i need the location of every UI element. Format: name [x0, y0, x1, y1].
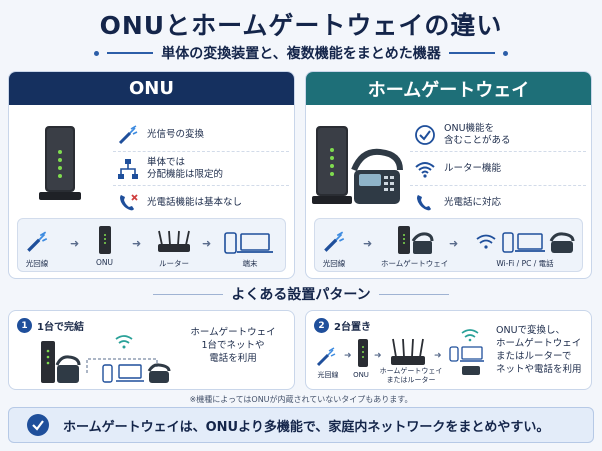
phone-off-icon	[113, 188, 143, 218]
arrow-right-icon: ➜	[449, 237, 459, 250]
onu-feature-item: 光信号の変換	[113, 118, 289, 152]
flow-item-onu: ONU	[96, 223, 113, 267]
pattern-number-badge: 2	[314, 318, 329, 333]
pattern-tag: 1 1台で完結	[17, 318, 84, 333]
subtitle-line-left	[107, 52, 154, 54]
footnote: ※機種によってはONUが内蔵されていないタイプもあります。	[189, 395, 413, 404]
router-icon	[156, 223, 192, 255]
divider-line	[378, 293, 449, 295]
hgw-feature-item: ONU機能を 含むことがある	[410, 118, 586, 152]
flow-item-optical-line: 光回線	[321, 223, 347, 269]
optical-fiber-icon	[24, 223, 50, 255]
phone-icon	[410, 188, 440, 218]
svg-text:➜: ➜	[434, 351, 442, 361]
svg-text:➜: ➜	[374, 351, 382, 361]
optical-fiber-icon	[321, 223, 347, 255]
page-title: ONUとホームゲートウェイの違い	[99, 11, 503, 40]
onu-feature-item: 単体では 分配機能は限定的	[113, 152, 289, 186]
flow-label: ONU	[96, 258, 114, 267]
flow-label: 端末	[242, 259, 258, 268]
pattern-two-label: ONU	[353, 371, 369, 379]
home-gateway-device-icon	[41, 341, 81, 383]
arrow-right-icon: ➜	[202, 237, 212, 250]
subtitle-dot-left	[94, 50, 100, 56]
onu-feature-text: 光信号の変換	[147, 128, 205, 140]
hgw-panel: ホームゲートウェイ ONU機能を 含むことがある ルーター機能	[305, 71, 592, 279]
onu-features: 光信号の変換 単体では 分配機能は限定的 光電話機能は基本なし	[113, 118, 289, 220]
pattern-one-illustration	[41, 335, 171, 383]
pattern-one-description: ホームゲートウェイ 1台でネットや 電話を利用	[190, 327, 276, 364]
arrow-right-icon: ➜	[70, 237, 80, 250]
home-gateway-device-icon	[312, 126, 403, 204]
optical-fiber-icon	[113, 120, 143, 150]
flow-label: ホームゲートウェイ	[381, 259, 449, 268]
pattern-two-label: 光回線	[317, 371, 339, 379]
divider-line	[153, 293, 224, 295]
wifi-icon	[410, 154, 440, 184]
onu-panel-heading: ONU	[9, 72, 294, 105]
hgw-feature-item: 光電話に対応	[410, 186, 586, 220]
page-subtitle: 単体の変換装置と、複数機能をまとめた機器	[161, 46, 441, 62]
flow-item-optical-line: 光回線	[24, 223, 50, 269]
pattern-title: 2台置き	[334, 322, 371, 333]
wifi-pc-phone-icon	[475, 223, 575, 255]
check-circle-icon	[410, 120, 440, 150]
flow-label: 光回線	[322, 259, 346, 268]
arrow-right-icon: ➜	[132, 237, 142, 250]
pattern-two-illustration: ➜ ➜ ➜	[316, 329, 484, 375]
pattern-two-card: 2 2台置き ➜ ➜ ➜ 光回線 ONU ホームゲートウェイ またはルーター O…	[305, 310, 592, 390]
onu-feature-text: 単体では 分配機能は限定的	[147, 156, 224, 180]
hgw-feature-text: ONU機能を 含むことがある	[444, 122, 511, 146]
home-gateway-device-icon	[396, 223, 434, 255]
onu-flow-diagram: 光回線 ➜ ONU ➜ ルーター ➜ 端末	[17, 218, 286, 272]
flow-item-router: ルーター	[156, 223, 192, 269]
onu-feature-text: 光電話機能は基本なし	[147, 197, 243, 208]
wifi-icon	[115, 335, 133, 349]
network-tree-icon	[113, 154, 143, 184]
hgw-panel-heading: ホームゲートウェイ	[306, 72, 591, 105]
svg-text:➜: ➜	[344, 351, 352, 361]
hgw-feature-text: 光電話に対応	[444, 197, 502, 208]
flow-item-home-gateway: ホームゲートウェイ	[381, 223, 448, 269]
patterns-heading-row: よくある設置パターン	[0, 284, 602, 304]
devices-icon	[224, 223, 276, 255]
flow-item-wifi-pc-phone: Wi-Fi / PC / 電話	[475, 223, 575, 269]
router-icon	[391, 338, 425, 365]
subtitle-dot-right	[502, 50, 508, 56]
pattern-number-badge: 1	[17, 318, 32, 333]
subtitle-line-right	[448, 52, 495, 54]
pattern-tag: 2 2台置き	[314, 318, 371, 333]
flow-label: 光回線	[25, 259, 49, 268]
hgw-feature-item: ルーター機能	[410, 152, 586, 186]
flow-item-devices: 端末	[224, 223, 276, 269]
flow-label: ルーター	[159, 259, 189, 268]
hgw-flow-diagram: 光回線 ➜ ホームゲートウェイ ➜ Wi-Fi / PC / 電話	[314, 218, 583, 272]
hgw-feature-text: ルーター機能	[444, 162, 502, 174]
patterns-heading: よくある設置パターン	[231, 287, 371, 303]
check-icon	[27, 414, 49, 436]
arrow-right-icon: ➜	[363, 237, 373, 250]
pattern-two-description: ONUで変換し、 ホームゲートウェイ またはルーターで ネットや電話を利用	[496, 325, 582, 375]
pattern-title: 1台で完結	[37, 322, 84, 333]
pattern-two-label: ホームゲートウェイ またはルーター	[379, 367, 443, 384]
summary-text: ホームゲートウェイは、ONUより多機能で、家庭内ネットワークをまとめやすい。	[63, 419, 550, 435]
onu-device-illustration	[9, 112, 294, 222]
optical-fiber-icon	[316, 347, 336, 367]
pattern-one-card: 1 1台で完結 ホームゲートウェイ 1台でネットや 電話を利用	[8, 310, 295, 390]
summary-banner: ホームゲートウェイは、ONUより多機能で、家庭内ネットワークをまとめやすい。	[8, 407, 594, 443]
wifi-icon	[461, 329, 479, 342]
onu-panel: ONU 光信号の変換 単体では 分配機能は限定的	[8, 71, 295, 279]
hgw-features: ONU機能を 含むことがある ルーター機能 光電話に対応	[410, 118, 586, 220]
flow-label: Wi-Fi / PC / 電話	[496, 259, 554, 268]
hgw-device-illustration	[306, 112, 591, 222]
onu-device-icon	[39, 126, 81, 200]
onu-feature-item: 光電話機能は基本なし	[113, 186, 289, 220]
subtitle-row: 単体の変換装置と、複数機能をまとめた機器	[0, 43, 602, 63]
onu-device-icon	[358, 339, 368, 367]
onu-device-icon	[98, 223, 112, 255]
